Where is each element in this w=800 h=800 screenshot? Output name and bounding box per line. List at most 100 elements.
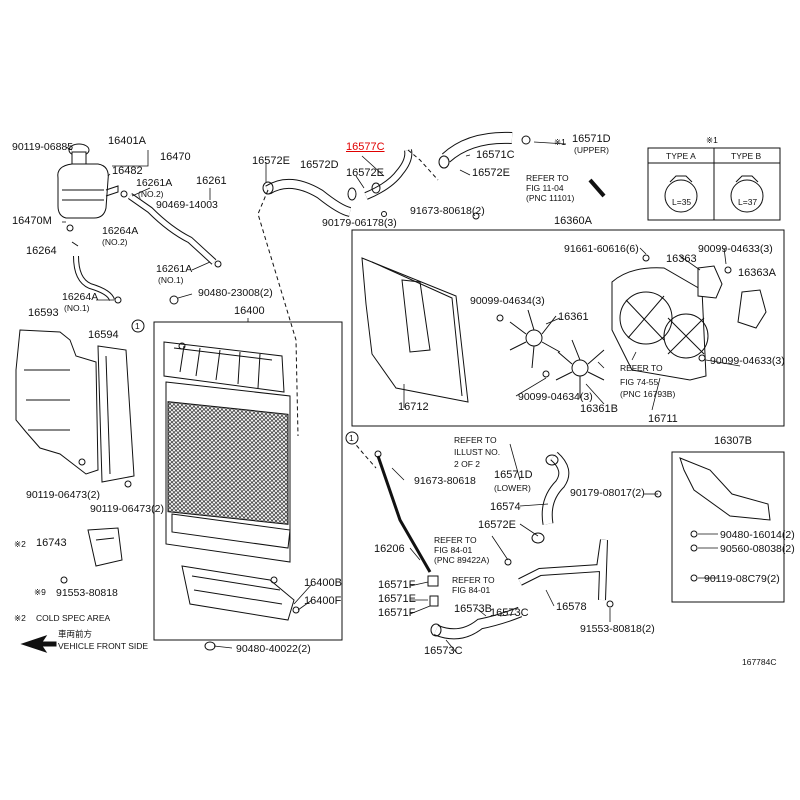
part-label: 16571F xyxy=(378,579,416,591)
part-label: 90099-04634(3) xyxy=(518,391,593,403)
figure-code: 167784C xyxy=(742,657,777,667)
circle-marker-1 xyxy=(131,319,145,333)
part-label: 16574 xyxy=(490,501,521,513)
part-label: 16711 xyxy=(648,413,678,425)
part-label: 16573C xyxy=(424,645,463,657)
part-label: 90119-06473(2) xyxy=(26,489,100,501)
refer-note: (PNC 16793B) xyxy=(620,389,676,399)
clamp-table-ref: ※1 xyxy=(706,135,718,145)
part-label: 91673-80618(2) xyxy=(410,205,485,217)
part-label: 90099-04633(3) xyxy=(710,355,785,367)
part-label: 90119-06885 xyxy=(12,141,74,153)
note-mark: ※1 xyxy=(554,137,566,147)
part-label: 16578 xyxy=(556,601,587,613)
part-label: 16264A xyxy=(62,291,99,303)
fan-shroud-16711 xyxy=(611,267,709,381)
part-label: 16360A xyxy=(554,215,592,227)
part-label-note: (UPPER) xyxy=(574,145,609,155)
part-label: 90119-08C79(2) xyxy=(704,573,780,585)
part-label: 16400 xyxy=(234,305,265,317)
part-label: 16572E xyxy=(346,167,384,179)
part-label-note: (NO.1) xyxy=(158,275,184,285)
part-label: 16261A xyxy=(136,177,173,189)
part-label: 16264 xyxy=(26,245,57,257)
part-label: 16261 xyxy=(196,175,227,187)
part-label: 16593 xyxy=(28,307,59,319)
refer-note: (PNC 89422A) xyxy=(434,555,490,565)
vehicle-front-jp: 車両前方 xyxy=(58,629,93,639)
part-label: 16261A xyxy=(156,263,193,275)
note-mark: ※2 xyxy=(14,539,26,549)
refer-note: REFER TO xyxy=(434,535,477,545)
refer-note: 2 OF 2 xyxy=(454,459,480,469)
part-label: 16573B xyxy=(454,603,492,615)
part-label: 91553-80818(2) xyxy=(580,623,655,635)
part-label: 16594 xyxy=(88,329,119,341)
part-label: 16572E xyxy=(472,167,510,179)
refer-note: REFER TO xyxy=(526,173,569,183)
part-label: 16363 xyxy=(666,253,697,265)
part-label: 16712 xyxy=(398,401,429,413)
part-label: 16572D xyxy=(300,159,339,171)
part-label: 16206 xyxy=(374,543,405,555)
part-label: 90179-06178(3) xyxy=(322,217,397,229)
fan-shroud xyxy=(361,257,469,403)
clamp-type-table xyxy=(647,147,781,221)
part-label: 90119-06473(2) xyxy=(90,503,164,515)
refer-note: FIG 11-04 xyxy=(526,183,564,193)
reservoir-tank xyxy=(57,143,119,247)
part-label: 90480-16014(2) xyxy=(720,529,795,541)
part-label: 91661-60616(6) xyxy=(564,243,639,255)
part-label: 16572E xyxy=(252,155,290,167)
part-label: 16571D xyxy=(494,469,533,481)
refer-note: ILLUST NO. xyxy=(454,447,501,457)
refer-note: FIG 84-01 xyxy=(434,545,473,555)
part-label: 90469-14003 xyxy=(156,199,218,211)
refer-note: REFER TO xyxy=(452,575,495,585)
part-label-highlighted: 16577C xyxy=(346,141,385,153)
part-label: 16470M xyxy=(12,215,52,227)
part-label: 16571E xyxy=(378,593,416,605)
part-label: 90099-04634(3) xyxy=(470,295,545,307)
clamp-length-a: L=35 xyxy=(672,197,692,207)
vehicle-front-arrow xyxy=(20,635,57,653)
circle-marker-text: 1 xyxy=(135,321,140,331)
part-label: 16482 xyxy=(112,165,143,177)
part-label: 16400F xyxy=(304,595,342,607)
refer-note: REFER TO xyxy=(454,435,497,445)
part-label: 16571F xyxy=(378,607,416,619)
clamp-type-b: TYPE B xyxy=(731,151,762,161)
part-label: 16400B xyxy=(304,577,342,589)
part-label: 90480-23008(2) xyxy=(198,287,273,299)
part-label-note: (NO.2) xyxy=(138,189,164,199)
radiator-core xyxy=(163,341,291,563)
part-label: 90560-08038(2) xyxy=(720,543,795,555)
part-label: 91553-80818 xyxy=(56,587,118,599)
vehicle-front-en: VEHICLE FRONT SIDE xyxy=(58,641,149,651)
cold-spec-note: COLD SPEC AREA xyxy=(36,613,111,623)
part-label: 16572E xyxy=(478,519,516,531)
part-label: 16571C xyxy=(476,149,515,161)
part-label: 16571D xyxy=(572,133,611,145)
part-label: 16363A xyxy=(738,267,776,279)
part-label: 16573C xyxy=(490,607,529,619)
part-label-note: (NO.2) xyxy=(102,237,128,247)
refer-note: REFER TO xyxy=(620,363,663,373)
note-mark: ※9 xyxy=(34,587,46,597)
part-label: 90179-08017(2) xyxy=(570,487,645,499)
clamp-length-b: L=37 xyxy=(738,197,758,207)
part-label: 90480-40022(2) xyxy=(236,643,311,655)
refer-note: FIG 74-55 xyxy=(620,377,659,387)
part-label: 16361B xyxy=(580,403,618,415)
circle-marker-2 xyxy=(345,431,359,445)
part-label: 90099-04633(3) xyxy=(698,243,773,255)
part-label: 16401A xyxy=(108,135,146,147)
note-mark: ※2 xyxy=(14,613,26,623)
refer-note: FIG 84-01 xyxy=(452,585,491,595)
part-label-note: (NO.1) xyxy=(64,303,90,313)
refer-note: (PNC 11101) xyxy=(526,193,575,203)
part-label: 16470 xyxy=(160,151,191,163)
part-label: 91673-80618 xyxy=(414,475,476,487)
